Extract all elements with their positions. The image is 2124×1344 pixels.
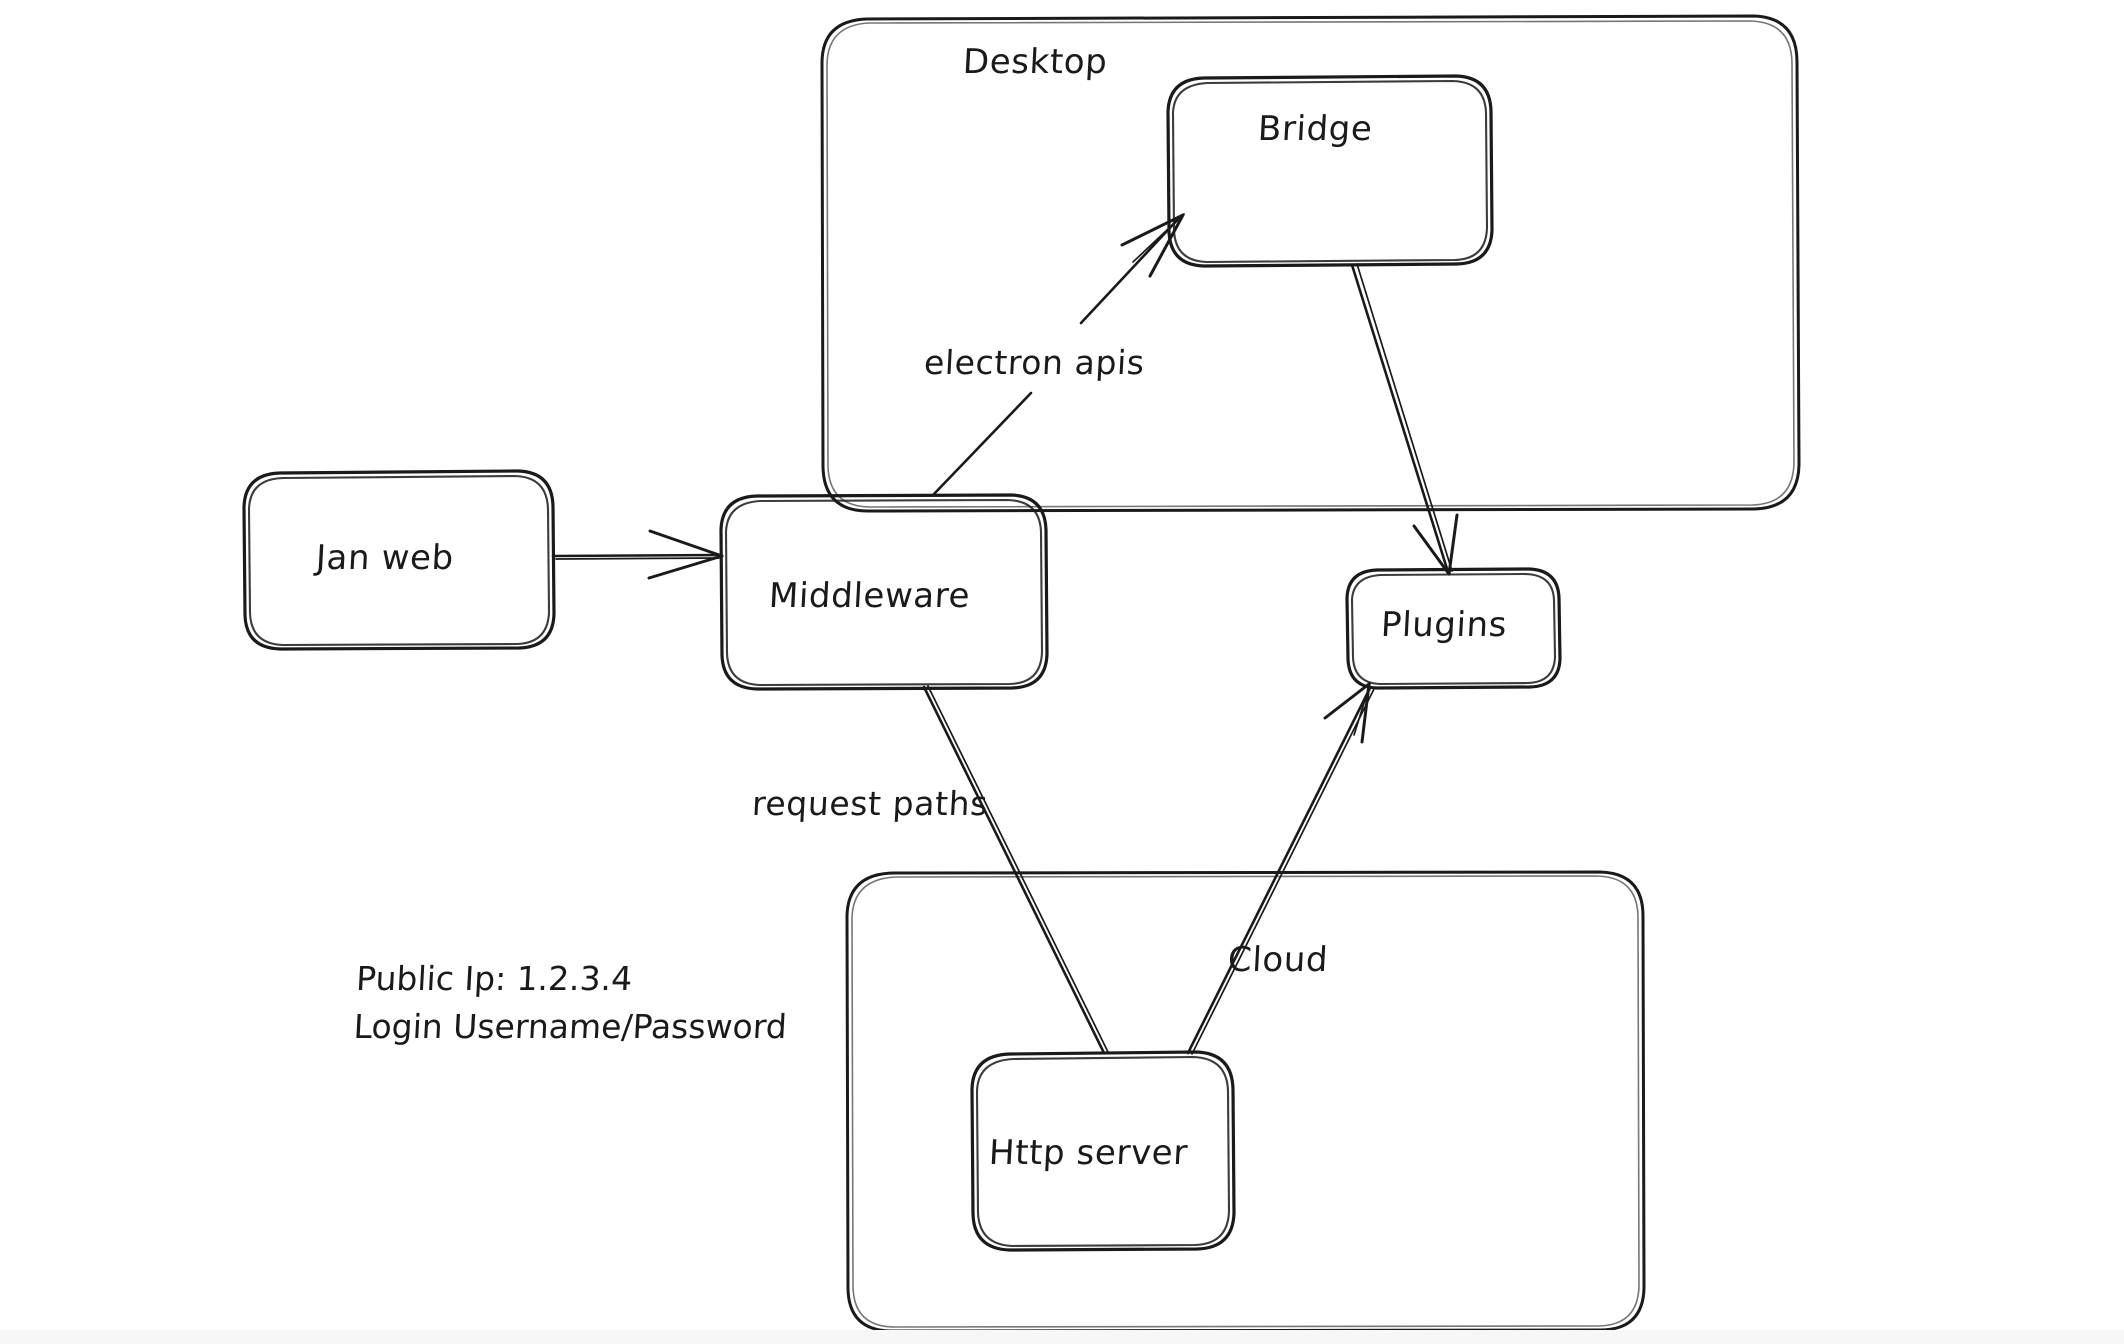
node-label-jan-web: Jan web — [314, 538, 455, 578]
container-label-desktop: Desktop — [961, 42, 1109, 82]
note-login: Login Username/Password — [352, 1007, 788, 1046]
node-middleware-shape — [719, 493, 1049, 691]
node-label-middleware: Middleware — [767, 576, 972, 616]
bottom-strip — [0, 1330, 2124, 1344]
node-bridge-shape — [1166, 74, 1494, 268]
edge-label-request-paths: request paths — [751, 784, 990, 823]
node-http-server-shape — [970, 1050, 1236, 1252]
edge-middleware-to-bridge — [932, 213, 1185, 496]
edge-bridge-to-plugins — [1350, 263, 1459, 576]
edge-middleware-to-http-server — [922, 685, 1109, 1055]
node-label-bridge: Bridge — [1256, 109, 1374, 149]
edge-http-server-to-plugins — [1186, 682, 1375, 1055]
edge-jan-web-to-middleware — [551, 529, 724, 580]
note-public-ip: Public Ip: 1.2.3.4 — [355, 959, 634, 998]
edge-label-electron-apis: electron apis — [923, 343, 1146, 382]
container-label-cloud: Cloud — [1226, 940, 1330, 980]
container-desktop-shape — [820, 14, 1801, 513]
node-label-http-server: Http server — [987, 1133, 1189, 1173]
notes-block: Public Ip: 1.2.3.4 Login Username/Passwo… — [352, 955, 790, 1051]
node-plugins-shape — [1345, 567, 1562, 690]
node-jan-web-shape — [242, 469, 556, 651]
node-label-plugins: Plugins — [1379, 605, 1509, 645]
